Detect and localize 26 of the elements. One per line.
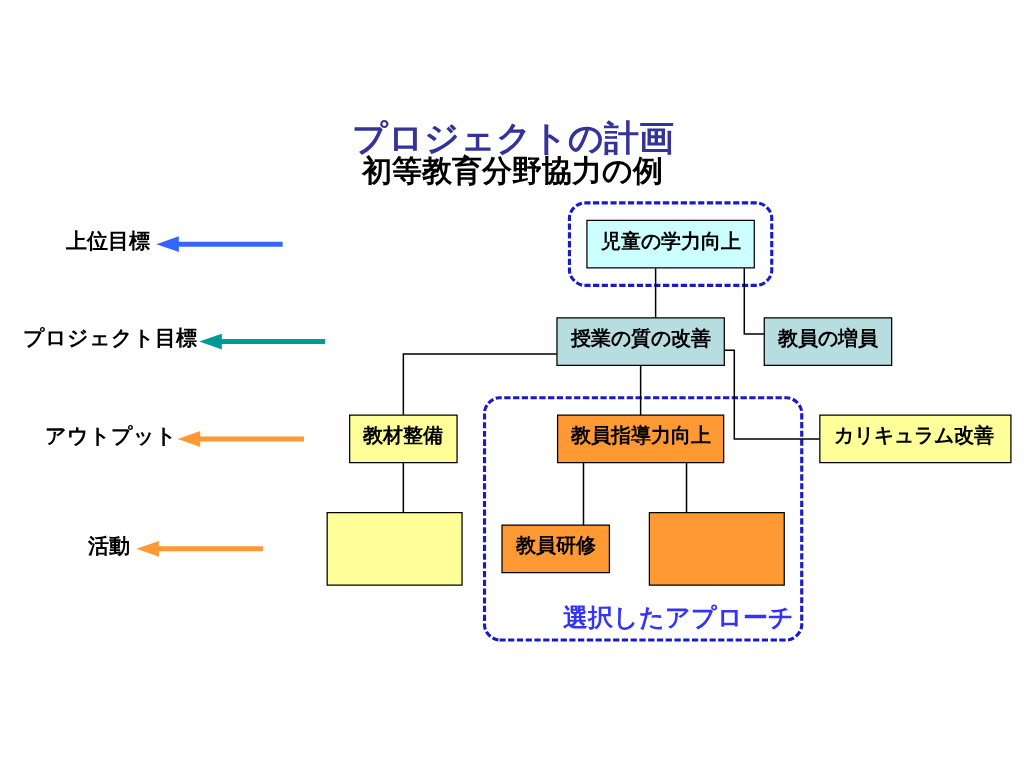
node-box: 児童の学力向上 [586, 219, 755, 269]
node-text: 活動 [88, 532, 131, 558]
arrow [177, 431, 304, 447]
node-box: 授業の質の改善 [556, 317, 725, 366]
connector [743, 267, 765, 335]
arrow [156, 236, 283, 253]
node-box: 教員指導力向上 [556, 414, 725, 464]
connector [685, 462, 688, 514]
arrow [136, 540, 263, 557]
node-box: 教材整備 [349, 414, 458, 464]
node-text: プロジェクト目標 [23, 325, 198, 351]
connector [582, 462, 585, 526]
node-text: アウトプット [44, 422, 177, 448]
node-box [326, 512, 463, 586]
node-box: カリキュラム改善 [819, 414, 1012, 464]
node-box: 教員研修 [501, 524, 611, 574]
node-box [648, 512, 785, 586]
connector [723, 349, 821, 440]
connector [402, 353, 558, 416]
node-box: 教員の増員 [763, 317, 893, 366]
arrow [199, 333, 326, 350]
connector [402, 462, 405, 514]
connector [639, 364, 642, 416]
cluster [567, 201, 774, 287]
node-text: 上位目標 [66, 228, 151, 253]
connector [654, 267, 657, 319]
